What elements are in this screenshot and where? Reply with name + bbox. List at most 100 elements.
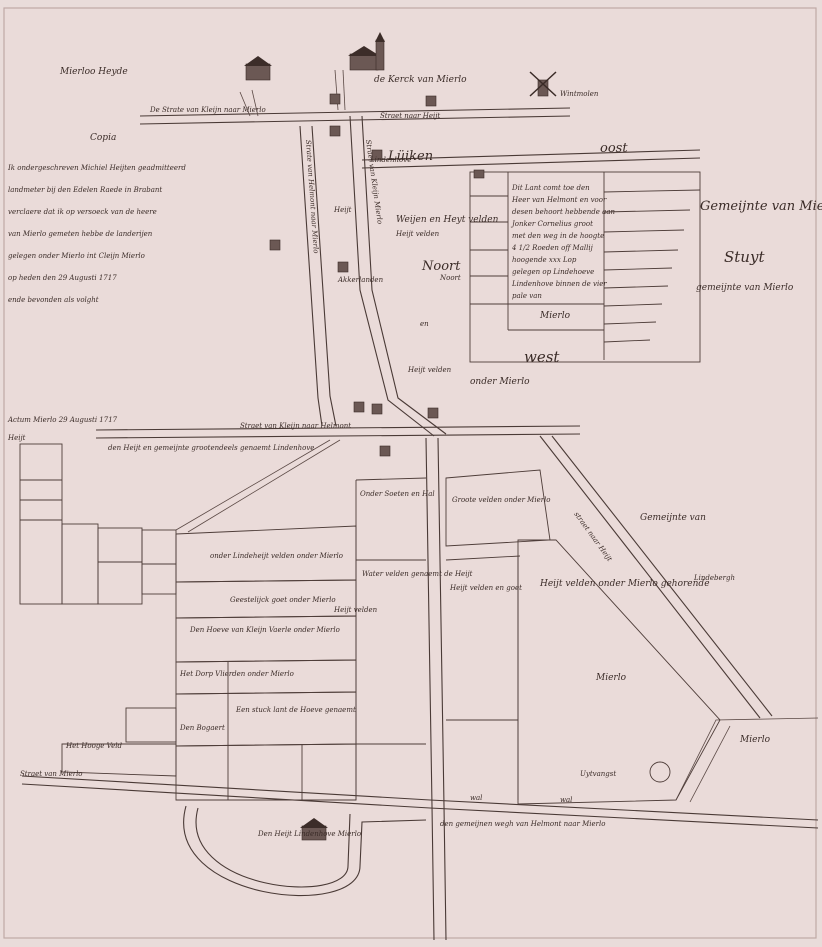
legend-line-6: op heden den 29 Augusti 1717 — [8, 274, 117, 282]
parcel-label-20: wal — [560, 796, 572, 804]
road-kerk-a — [239, 91, 251, 117]
label-kerk: de Kerck van Mierlo — [374, 75, 467, 85]
parcel-label-15: Heijt velden onder Mierlo gehorende — [539, 579, 710, 589]
block-text-10: Mierlo — [539, 311, 571, 321]
road-north-upper — [139, 107, 571, 117]
parcel-label-11: Heijt velden — [333, 606, 378, 614]
block-text-4: met den weg in de hoogte — [512, 232, 604, 240]
road-label-mid: Straet van Kleijn naar Helmont — [240, 422, 351, 430]
label-noort: Noort — [421, 259, 461, 274]
block-text-5: 4 1/2 Roeden off Mallij — [511, 244, 594, 252]
road-kerk-b — [251, 89, 259, 117]
legend-line-1: Ik ondergeschreven Michiel Heijten geadm… — [7, 164, 186, 172]
parcel-label-3: Heijt — [333, 206, 352, 214]
small-houses — [269, 93, 485, 841]
road-loop-outer — [183, 805, 427, 897]
road-right-diag-b — [551, 435, 773, 717]
block-text-0: Dit Lant comt toe den — [511, 184, 590, 192]
block-text-7: gelegen op Lindehoeve — [512, 268, 594, 276]
road-bottom-upper — [21, 775, 819, 821]
road-bottom-lower — [21, 783, 819, 829]
road-left-diag-a — [175, 439, 331, 531]
road-label-north: De Strate van Kleijn naar Mierlo — [149, 106, 266, 114]
road-label-bottom: den gemeijnen wegh van Helmont naar Mier… — [440, 820, 605, 828]
parcel-label-10: Den Bogaert — [179, 724, 225, 732]
label-oost: oost — [600, 141, 628, 156]
block-text-8: Lindenhove binnen de vier — [511, 280, 607, 288]
label-stuyt: Stuyt — [724, 248, 765, 266]
parcel-label-8: Het Dorp Vlierden onder Mierlo — [179, 670, 294, 678]
legend-line-3: verclaere dat ik op versoeck van de heer… — [8, 208, 157, 216]
parcel-label-9: Een stuck lant de Hoeve genaemt — [235, 706, 356, 714]
parcel-label-12: Water velden genaemt de Heijt — [362, 570, 473, 578]
parcel-label-17: Lindebergh — [693, 574, 735, 582]
block-text-6: hoogende xxx Lop — [512, 256, 577, 264]
label-gemeijnte-right: Gemeijnte van Mierlo — [700, 199, 822, 214]
parcel-label-6: Geestelijck goet onder Mierlo — [230, 596, 336, 604]
label-heytvelden: Heijt velden — [407, 366, 452, 374]
parcel-label-19: wal — [470, 794, 482, 802]
parcel-label-0: Heijt velden — [395, 230, 440, 238]
road-corner-a — [675, 717, 819, 801]
road-east-upper — [361, 149, 701, 161]
legend-signature: Actum Mierlo 29 Augusti 1717 — [7, 416, 118, 424]
parcel-label-22: Den Heijt Lindenhove Mierlo — [257, 830, 361, 838]
parcel-label-21: Uytvangst — [580, 770, 616, 778]
label-weijen-heyt: Weijen en Heyt velden — [396, 215, 499, 225]
label-hout: Heijt — [7, 434, 26, 442]
road-top-v2 — [342, 69, 346, 111]
block-strips — [603, 189, 701, 343]
road-label-north-east: Straet naar Heijt — [380, 112, 440, 120]
block-text-2: desen behoort hebbende aan — [512, 208, 615, 216]
legend-line-4: van Mierlo gemeten hebbe de landerijen — [8, 230, 153, 238]
parcel-label-13: Groote velden onder Mierlo — [452, 496, 551, 504]
lindenhove-block — [469, 171, 701, 363]
road-vertical-center-a — [349, 115, 435, 437]
parcel-label-5: onder Lindeheijt velden onder Mierlo — [210, 552, 343, 560]
road-mid-lower — [95, 433, 581, 439]
windmill-icon — [529, 71, 557, 97]
label-gemeijnte-van: Gemeijnte van — [640, 513, 706, 523]
legend-heading: Copia — [90, 133, 116, 143]
label-luiken: Lüiken — [387, 149, 433, 164]
note-mid: den Heijt en gemeijnte grootendeels gena… — [108, 444, 314, 452]
road-south-a — [425, 437, 435, 941]
legend-line-5: gelegen onder Mierlo int Cleijn Mierlo — [8, 252, 145, 260]
building-church — [348, 32, 385, 71]
legend-block: Copia Ik ondergeschreven Michiel Heijten… — [7, 133, 186, 424]
lindenhove-block-text: Dit Lant comt toe den Heer van Helmont e… — [510, 184, 615, 321]
road-vertical-left-b — [311, 125, 337, 427]
road-label-vertical-south: Straet van Mierlo — [20, 770, 83, 778]
label-onder-mierlo: onder Mierlo — [470, 377, 530, 387]
building-house-nw — [244, 56, 272, 81]
central-parcels — [61, 477, 427, 801]
right-parcels — [445, 469, 721, 805]
road-mid-upper — [95, 425, 581, 431]
label-mierlo-corner: Mierlo — [739, 735, 771, 745]
legend-line-2: landmeter bij den Edelen Raede in Braban… — [8, 186, 162, 194]
road-vertical-center-b — [361, 115, 447, 435]
block-text-3: Jonker Cornelius groot — [510, 220, 593, 228]
label-mierloo-heyde: Mierloo Heyde — [59, 67, 128, 77]
parcel-label-14: Heijt velden en goet — [449, 584, 522, 592]
road-south-b — [437, 437, 447, 941]
parcel-label-4: Onder Soeten en Hal — [360, 490, 435, 498]
road-east-lower — [361, 157, 701, 169]
road-left-diag-b — [187, 439, 341, 533]
road-right-diag-a — [539, 435, 761, 719]
label-molen: Wintmolen — [560, 90, 599, 98]
road-vertical-left-a — [299, 125, 323, 427]
parcel-label-2: Noort — [439, 274, 461, 282]
legend-line-7: ende bevonden als volght — [8, 296, 99, 304]
pond-icon — [649, 761, 671, 783]
parcel-label-1: Akkerlanden — [337, 276, 384, 284]
block-text-1: Heer van Helmont en voor — [511, 196, 607, 204]
road-corner-b — [689, 725, 731, 803]
block-text-9: pale van — [512, 292, 542, 300]
road-label-lindenhove: Lindenhove — [369, 156, 411, 164]
road-north-lower — [139, 115, 571, 125]
label-en: en — [420, 320, 429, 328]
parcel-label-16: Mierlo — [595, 673, 627, 683]
